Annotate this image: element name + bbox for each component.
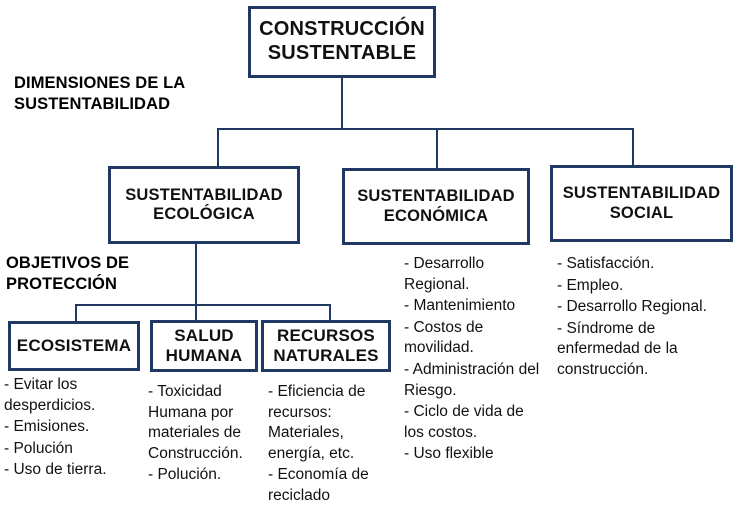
list-item: - Uso de tierra. xyxy=(4,461,107,479)
node-sustentabilidad-ecologica[interactable]: SUSTENTABILIDAD ECOLÓGICA xyxy=(108,166,300,244)
list-item: - Eficiencia de recursos: Materiales, en… xyxy=(268,383,366,462)
list-item: - Empleo. xyxy=(557,276,624,294)
node-recursos-line1: RECURSOS xyxy=(277,325,375,345)
list-salud-humana: - Toxicidad Humana por materiales de Con… xyxy=(148,382,266,487)
node-sustentabilidad-economica[interactable]: SUSTENTABILIDAD ECONÓMICA xyxy=(342,168,530,245)
connector-drop-ecosistema xyxy=(75,304,77,322)
node-recursos-line2: NATURALES xyxy=(273,346,379,365)
node-ecologica-line1: SUSTENTABILIDAD xyxy=(125,185,283,204)
node-economica-line2: ECONÓMICA xyxy=(383,206,489,225)
list-item: - Desarrollo Regional. xyxy=(404,255,485,293)
node-construccion-sustentable[interactable]: CONSTRUCCIÓN SUSTENTABLE xyxy=(248,6,436,78)
list-item: - Desarrollo Regional. xyxy=(557,298,707,316)
node-salud-humana[interactable]: SALUD HUMANA xyxy=(150,320,258,372)
list-recursos-naturales: - Eficiencia de recursos: Materiales, en… xyxy=(268,382,394,508)
node-recursos-naturales[interactable]: RECURSOS NATURALES xyxy=(261,320,391,372)
list-item: - Polución xyxy=(4,439,73,457)
node-social-line1: SUSTENTABILIDAD xyxy=(562,184,721,203)
node-ecologica-line2: ECOLÓGICA xyxy=(153,205,255,223)
list-item: - Uso flexible xyxy=(404,445,494,463)
node-ecosistema-line1: ECOSISTEMA xyxy=(16,335,132,355)
list-item: - Costos de movilidad. xyxy=(404,318,484,357)
node-root-line1: CONSTRUCCIÓN xyxy=(259,18,425,41)
connector-ecologica-stem xyxy=(195,244,197,306)
list-item: - Economía de reciclado xyxy=(268,466,369,505)
list-item: - Síndrome de enfermedad de la construcc… xyxy=(557,319,678,379)
list-item: - Emisiones. xyxy=(4,418,90,436)
node-root-line2: SUSTENTABLE xyxy=(267,42,417,64)
connector-drop-social xyxy=(632,128,634,166)
node-sustentabilidad-social[interactable]: SUSTENTABILIDAD SOCIAL xyxy=(550,165,733,242)
node-ecosistema[interactable]: ECOSISTEMA xyxy=(8,321,140,371)
connector-drop-ecologica xyxy=(217,128,219,167)
connector-dimensiones-bus xyxy=(217,128,634,130)
heading-dimensiones: DIMENSIONES DE LA SUSTENTABILIDAD xyxy=(14,74,185,114)
list-item: - Toxicidad Humana por materiales de Con… xyxy=(148,383,243,462)
node-economica-line1: SUSTENTABILIDAD xyxy=(357,187,515,206)
connector-drop-recursos xyxy=(329,304,331,321)
list-item: - Ciclo de vida de los costos. xyxy=(404,403,524,441)
node-salud-line1: SALUD xyxy=(174,325,234,345)
list-item: - Polución. xyxy=(148,466,222,484)
heading-objetivos: OBJETIVOS DE PROTECCIÓN xyxy=(6,254,130,294)
connector-drop-economica xyxy=(436,128,438,169)
node-social-line2: SOCIAL xyxy=(609,203,674,222)
list-sustentabilidad-social: - Satisfacción. - Empleo. - Desarrollo Reg… xyxy=(557,254,737,382)
list-sustentabilidad-economica: - Desarrollo Regional. - Mantenimiento - C… xyxy=(404,254,546,466)
connector-root-stem xyxy=(341,78,343,129)
list-ecosistema: - Evitar los desperdicios. - Emisiones. - … xyxy=(4,375,144,482)
connector-drop-salud xyxy=(195,304,197,321)
list-item: - Mantenimiento xyxy=(404,297,516,315)
list-item: - Evitar los desperdicios. xyxy=(4,376,96,414)
list-item: - Administración del Riesgo. xyxy=(404,361,540,399)
node-salud-line2: HUMANA xyxy=(165,346,243,365)
list-item: - Satisfacción. xyxy=(557,255,655,272)
connector-objetivos-bus xyxy=(75,304,331,306)
